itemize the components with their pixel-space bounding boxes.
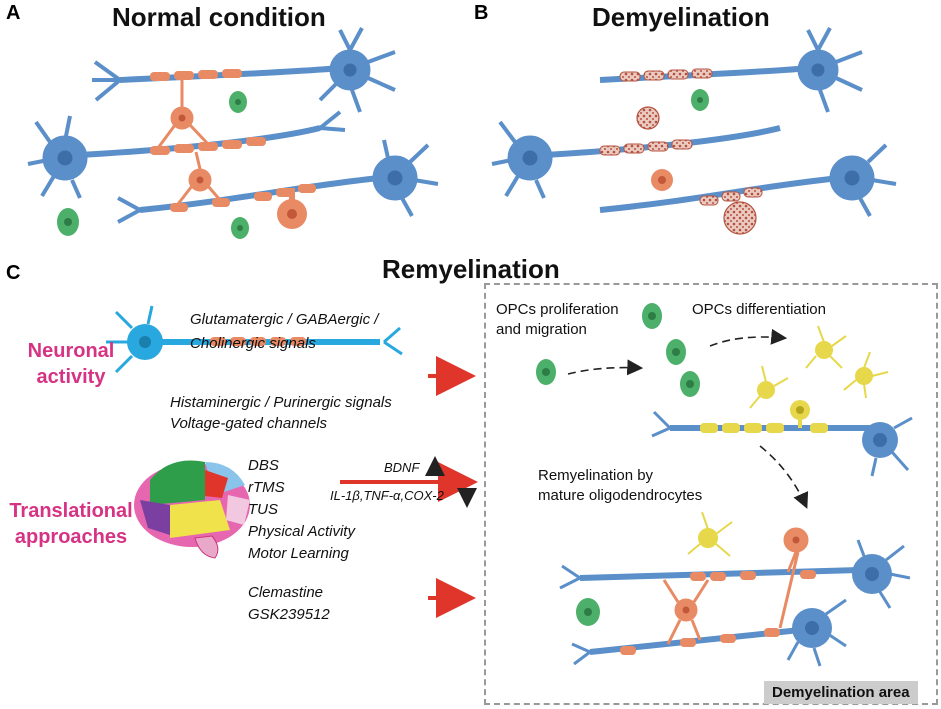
item-tus: TUS bbox=[248, 501, 278, 518]
panel-a-letter: A bbox=[6, 2, 21, 24]
signals-line-2: Cholinergic signals bbox=[190, 335, 316, 352]
opc bbox=[57, 91, 249, 239]
cytokines-label: IL-1β,TNF-α,COX-2 bbox=[330, 488, 444, 503]
item-motor-learning: Motor Learning bbox=[248, 545, 349, 562]
item-dbs: DBS bbox=[248, 457, 279, 474]
neuron bbox=[27, 115, 88, 199]
panel-c-letter: C bbox=[6, 262, 21, 284]
neuron bbox=[318, 27, 396, 113]
panel-c-title: Remyelination bbox=[382, 254, 560, 284]
panel-b-diagram bbox=[491, 27, 897, 235]
oligodendrocyte bbox=[277, 188, 307, 229]
signals-line-3: Histaminergic / Purinergic signals bbox=[170, 394, 392, 411]
remyelination-diagram bbox=[536, 303, 913, 667]
panel-a-diagram bbox=[27, 27, 439, 239]
opc-differentiation-text: OPCs differentiation bbox=[692, 301, 826, 318]
signals-line-1: Glutamatergic / GABAergic / bbox=[190, 311, 379, 328]
oligodendrocyte bbox=[156, 80, 210, 149]
panel-b-title: Demyelination bbox=[592, 2, 770, 32]
drug-list: Clemastine GSK239512 bbox=[248, 582, 330, 626]
mature-remyelination-text: Remyelination by mature oligodendrocytes bbox=[538, 467, 703, 504]
drug-clemastine: Clemastine bbox=[248, 584, 324, 601]
item-physical-activity: Physical Activity bbox=[248, 523, 355, 540]
opc-proliferation-text: OPCs proliferation and migration bbox=[496, 301, 619, 338]
drug-gsk239512: GSK239512 bbox=[248, 606, 330, 623]
panel-a-title: Normal condition bbox=[112, 2, 326, 32]
myelin-segments bbox=[150, 69, 242, 81]
bdnf-label: BDNF bbox=[384, 460, 420, 475]
brain-illustration bbox=[134, 460, 250, 559]
oligodendrocyte bbox=[176, 151, 222, 205]
translational-label: Translational approaches bbox=[9, 500, 133, 548]
neuron bbox=[372, 139, 439, 217]
dendrites bbox=[92, 60, 122, 102]
neuronal-activity-label: Neuronal activity bbox=[27, 340, 115, 388]
signals-line-4: Voltage-gated channels bbox=[170, 415, 328, 432]
demyelination-area-tag: Demyelination area bbox=[764, 681, 918, 704]
translational-list: DBS rTMS TUS Physical Activity Motor Lea… bbox=[248, 455, 355, 565]
item-rtms: rTMS bbox=[248, 479, 285, 496]
bright-neuron bbox=[106, 305, 403, 374]
demyelination-area-box bbox=[484, 283, 938, 705]
panel-b-letter: B bbox=[474, 2, 489, 24]
